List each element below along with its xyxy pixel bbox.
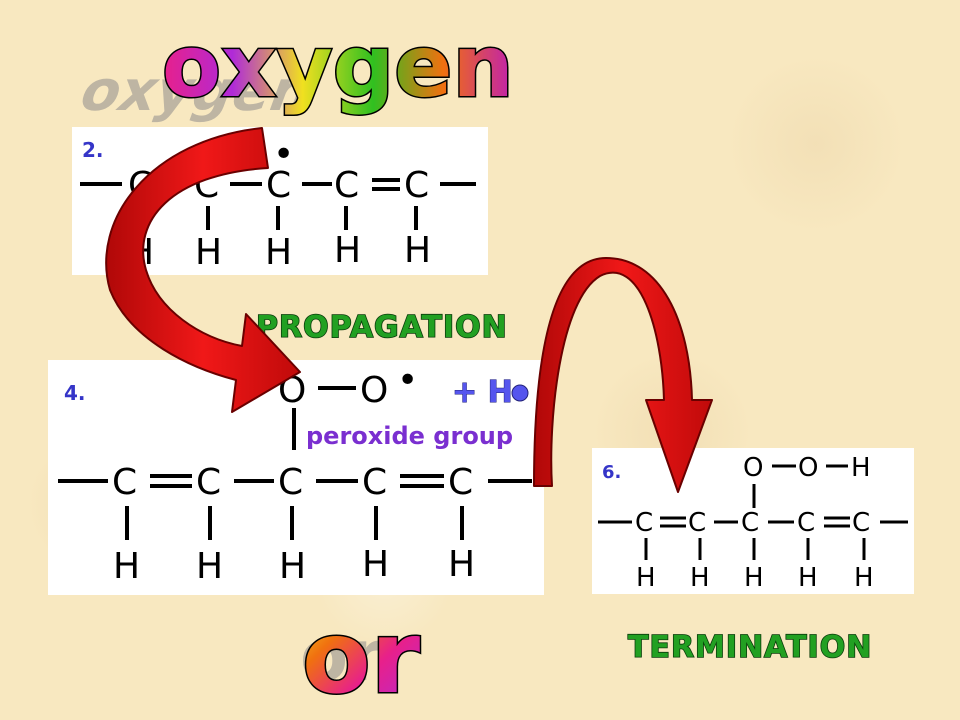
atom-hydrogen: H bbox=[334, 230, 361, 271]
hydroperoxide-group: O O H bbox=[743, 453, 871, 508]
panel-4-background bbox=[48, 360, 544, 595]
atom-carbon: C bbox=[362, 462, 387, 503]
panel-6: 6. O O H C C C C C bbox=[592, 448, 914, 594]
atom-carbon: C bbox=[797, 508, 815, 538]
atom-carbon: C bbox=[741, 508, 759, 538]
atom-hydrogen: H bbox=[636, 563, 656, 593]
plus-h-text: + H bbox=[452, 375, 513, 410]
atom-hydrogen: H bbox=[744, 563, 764, 593]
atom-hydrogen: H bbox=[448, 544, 475, 585]
plus-h-radical: + H bbox=[452, 375, 529, 411]
atom-carbon: C bbox=[334, 165, 359, 206]
atom-hydrogen: H bbox=[854, 563, 874, 593]
atom-hydrogen: H bbox=[798, 563, 818, 593]
atom-hydrogen: H bbox=[279, 546, 306, 587]
atom-hydrogen: H bbox=[195, 232, 222, 273]
atom-hydrogen: H bbox=[362, 544, 389, 585]
atom-carbon: C bbox=[404, 165, 429, 206]
atom-hydrogen: H bbox=[851, 453, 871, 483]
panel-4-number: 4. bbox=[64, 381, 86, 405]
atom-carbon: C bbox=[196, 462, 221, 503]
panel-4-molecule: C C C C C H H H H H bbox=[58, 462, 532, 587]
atom-carbon: C bbox=[688, 508, 706, 538]
atom-carbon: C bbox=[448, 462, 473, 503]
atom-hydrogen: H bbox=[404, 230, 431, 271]
atom-hydrogen: H bbox=[196, 546, 223, 587]
atom-hydrogen: H bbox=[690, 563, 710, 593]
panel-6-background bbox=[592, 448, 914, 594]
atom-hydrogen: H bbox=[113, 546, 140, 587]
panel-2-number: 2. bbox=[82, 138, 104, 162]
peroxide-group-label: peroxide group bbox=[306, 422, 513, 450]
panel-6-number: 6. bbox=[602, 462, 621, 483]
oxygen-title: oxygen bbox=[162, 17, 514, 117]
peroxide-radical-dot: • bbox=[397, 360, 418, 401]
propagation-arrow-icon bbox=[105, 127, 301, 413]
atom-hydrogen: H bbox=[265, 232, 292, 273]
or-title: or bbox=[302, 599, 421, 716]
atom-carbon: C bbox=[852, 508, 870, 538]
oxygen-wordart: oxygen oxygen bbox=[71, 16, 515, 124]
termination-label: TERMINATION bbox=[628, 630, 872, 665]
panel-2-radical-dot: • bbox=[273, 134, 294, 175]
panel-6-molecule: C C C C C H H H H H bbox=[598, 508, 908, 593]
propagation-label: PROPAGATION bbox=[256, 310, 508, 345]
panel-4: 4. O O • + H peroxide group C C C C C bbox=[48, 360, 544, 595]
atom-carbon: C bbox=[278, 462, 303, 503]
h-radical-dot-icon bbox=[511, 384, 529, 402]
atom-oxygen: O bbox=[743, 453, 763, 483]
oxygen-wordart-shadow: oxygen bbox=[71, 58, 324, 124]
or-wordart: or or bbox=[300, 598, 422, 718]
atom-oxygen: O bbox=[798, 453, 818, 483]
atom-carbon: C bbox=[266, 165, 291, 206]
termination-arrow-icon bbox=[533, 257, 713, 493]
or-wordart-shadow: or bbox=[300, 615, 383, 697]
atom-carbon: C bbox=[112, 462, 137, 503]
atom-carbon: C bbox=[635, 508, 653, 538]
atom-oxygen: O bbox=[360, 370, 388, 411]
